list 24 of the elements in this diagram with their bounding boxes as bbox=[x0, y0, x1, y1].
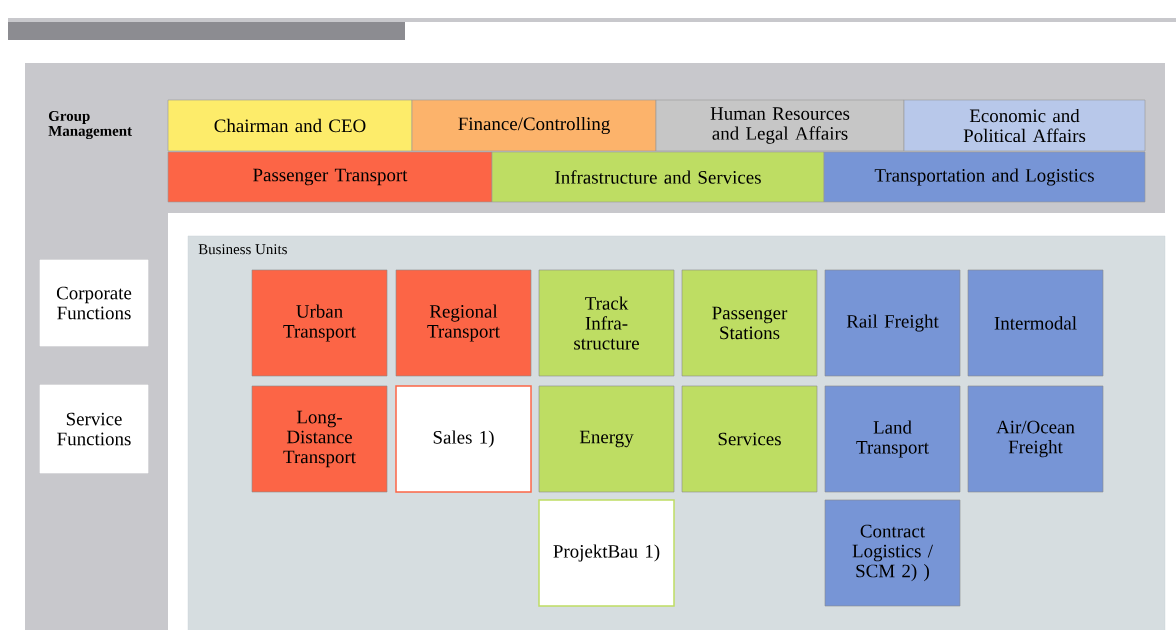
board-box: Infrastructure and Services bbox=[491, 151, 825, 203]
function-box: Service Functions bbox=[39, 384, 149, 474]
unit-box: Intermodal bbox=[967, 269, 1104, 377]
unit-box: Services bbox=[681, 385, 818, 493]
unit-box: Energy bbox=[538, 385, 675, 493]
unit-box: Track Infra-structure bbox=[538, 269, 675, 377]
unit-box: Regional Transport bbox=[395, 269, 532, 377]
unit-box: Air/Ocean Freight bbox=[967, 385, 1104, 493]
board-box: Finance/Controlling bbox=[411, 99, 657, 152]
unit-box: Long-Distance Transport bbox=[251, 385, 388, 493]
unit-box: ProjektBau 1) bbox=[538, 499, 675, 607]
unit-box: Passenger Stations bbox=[681, 269, 818, 377]
unit-box: Contract Logistics / SCM 2) ) bbox=[824, 499, 961, 607]
unit-box: Sales 1) bbox=[395, 385, 532, 493]
section-heading: Group Management bbox=[48, 110, 132, 140]
function-box: Corporate Functions bbox=[39, 259, 149, 347]
unit-box: Rail Freight bbox=[824, 269, 961, 377]
unit-box: Urban Transport bbox=[251, 269, 388, 377]
unit-box: Land Transport bbox=[824, 385, 961, 493]
board-box: Transportation and Logistics bbox=[823, 151, 1146, 203]
board-box: Economic and Political Affairs bbox=[903, 99, 1146, 152]
board-box: Passenger Transport bbox=[167, 151, 493, 203]
board-box: Human Resources and Legal Affairs bbox=[655, 99, 905, 152]
board-box: Chairman and CEO bbox=[167, 99, 413, 152]
